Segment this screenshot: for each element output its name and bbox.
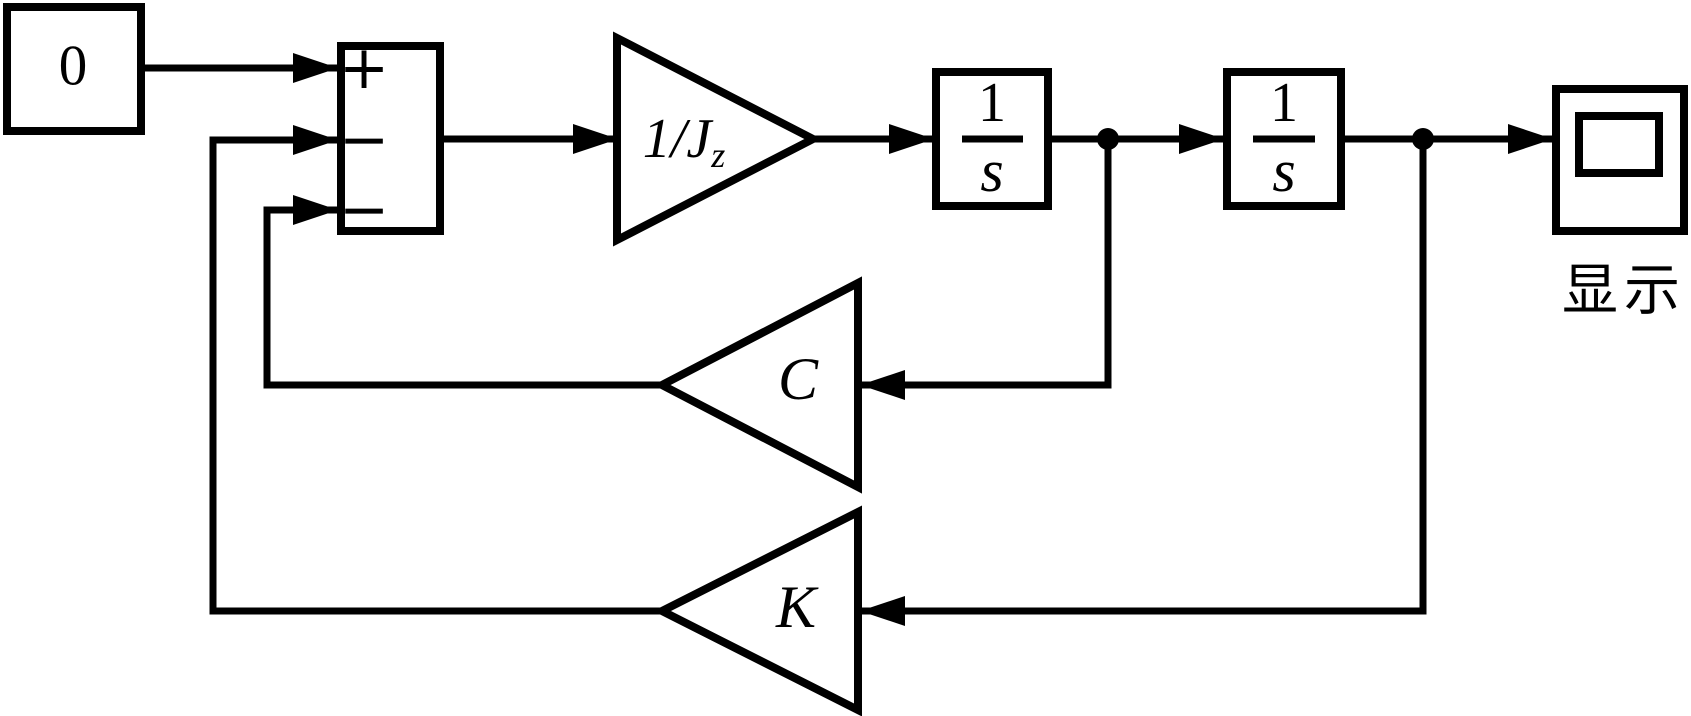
sum-block[interactable]: + − − (337, 33, 444, 245)
scope-screen (1575, 112, 1663, 177)
scope-caption: 显示 (1562, 259, 1686, 322)
branch-dot-1 (1097, 128, 1119, 150)
wire-branch1-to-gain-damping[interactable] (860, 139, 1112, 389)
arrowhead-into-gain-damping (860, 370, 905, 400)
arrowhead-into-integrator2 (1179, 124, 1224, 154)
branch-dot-2 (1412, 128, 1434, 150)
gain-inertia-label: 1/Jz (643, 108, 725, 175)
gain-damping-label: C (778, 346, 819, 412)
constant-value: 0 (59, 35, 88, 98)
integrator2-numerator: 1 (1270, 72, 1298, 134)
arrowhead-into-sum-minus1 (293, 125, 338, 155)
wires (145, 64, 1553, 615)
gain-stiffness-label: K (775, 574, 819, 640)
arrowhead-into-sum-plus (293, 53, 338, 83)
integrator2-block[interactable]: 1 s (1223, 68, 1345, 210)
gain-stiffness-block[interactable]: K (653, 505, 862, 716)
integrator1-denominator: s (980, 138, 1003, 204)
arrowhead-into-gain-inertia (573, 124, 618, 154)
wire-gain-stiffness-to-sum[interactable] (209, 136, 662, 615)
wire-branch2-to-gain-stiffness[interactable] (860, 139, 1427, 615)
integrator1-block[interactable]: 1 s (932, 68, 1052, 210)
gain-damping-block[interactable]: C (653, 276, 862, 494)
arrowhead-into-sum-minus2 (293, 195, 338, 225)
gain-inertia-block[interactable]: 1/Jz (613, 31, 822, 247)
constant-block[interactable]: 0 (3, 3, 145, 135)
sum-sign-minus1: − (339, 105, 389, 175)
arrowheads (293, 53, 1553, 626)
arrowhead-into-scope (1508, 124, 1553, 154)
sum-sign-minus2: − (339, 175, 389, 245)
arrowhead-into-gain-stiffness (860, 596, 905, 626)
integrator2-denominator: s (1272, 138, 1295, 204)
arrowhead-into-integrator1 (889, 124, 934, 154)
integrator1-numerator: 1 (978, 72, 1006, 134)
scope-block[interactable]: 显示 (1552, 85, 1688, 322)
wire-gain-damping-to-sum[interactable] (263, 206, 662, 389)
sum-sign-plus: + (339, 33, 389, 103)
